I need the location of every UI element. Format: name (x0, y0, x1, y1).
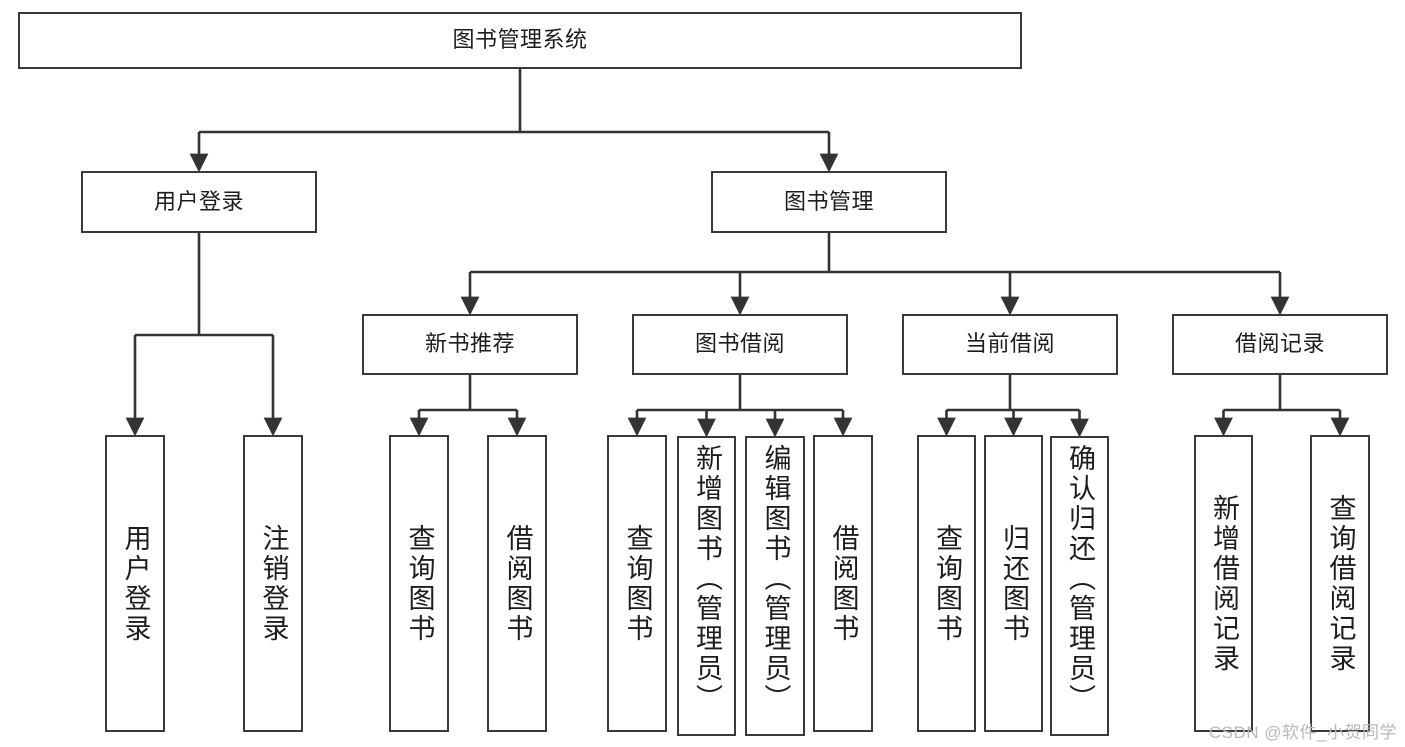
node-leaf13[interactable]: 查询借阅记录 (1310, 435, 1370, 732)
node-root[interactable]: 图书管理系统 (18, 12, 1022, 69)
watermark: CSDN @软件_小贺同学 (1208, 723, 1397, 742)
node-label: 图书管理 (783, 188, 874, 214)
node-label: 图书管理系统 (452, 27, 588, 53)
node-leaf11[interactable]: 确认归还（管理员） (1050, 436, 1109, 736)
node-leaf3[interactable]: 查询图书 (389, 435, 449, 732)
node-label: 借阅图书 (502, 523, 533, 644)
node-label: 确认归还（管理员） (1065, 444, 1095, 714)
node-login[interactable]: 用户登录 (81, 171, 317, 233)
node-leaf5[interactable]: 查询图书 (607, 435, 667, 732)
node-label: 查询图书 (932, 523, 962, 644)
node-leaf4[interactable]: 借阅图书 (487, 435, 547, 732)
node-leaf8[interactable]: 借阅图书 (813, 435, 873, 732)
node-newbook[interactable]: 新书推荐 (362, 314, 578, 375)
node-label: 借阅图书 (828, 523, 859, 644)
node-label: 注销登录 (258, 523, 289, 644)
node-leaf9[interactable]: 查询图书 (917, 435, 976, 732)
node-current[interactable]: 当前借阅 (902, 314, 1118, 375)
node-label: 查询图书 (622, 523, 653, 644)
node-label: 查询图书 (404, 523, 435, 644)
node-leaf6[interactable]: 新增图书（管理员） (677, 436, 736, 736)
node-label: 图书借阅 (694, 331, 785, 357)
node-label: 用户登录 (120, 523, 151, 644)
node-records[interactable]: 借阅记录 (1172, 314, 1388, 375)
node-borrow[interactable]: 图书借阅 (632, 314, 848, 375)
node-label: 编辑图书（管理员） (760, 444, 791, 714)
node-bookmgmt[interactable]: 图书管理 (711, 171, 947, 233)
node-leaf10[interactable]: 归还图书 (984, 435, 1043, 732)
node-label: 新增图书（管理员） (692, 444, 722, 714)
node-label: 新书推荐 (424, 331, 515, 357)
node-label: 借阅记录 (1234, 331, 1325, 357)
node-label: 用户登录 (153, 188, 244, 214)
node-leaf1[interactable]: 用户登录 (105, 435, 165, 732)
node-label: 新增借阅记录 (1209, 493, 1239, 674)
node-leaf12[interactable]: 新增借阅记录 (1194, 435, 1253, 732)
node-label: 当前借阅 (964, 331, 1055, 357)
node-label: 查询借阅记录 (1325, 493, 1356, 674)
node-leaf2[interactable]: 注销登录 (243, 435, 303, 732)
node-leaf7[interactable]: 编辑图书（管理员） (745, 436, 805, 736)
node-label: 归还图书 (999, 523, 1029, 644)
